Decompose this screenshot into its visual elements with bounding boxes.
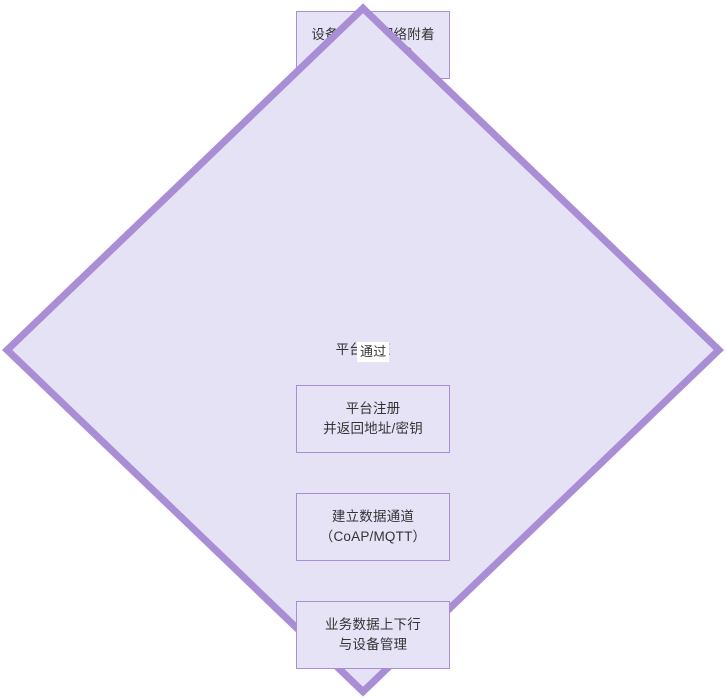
flow-node-data-channel[interactable]: 建立数据通道 （CoAP/MQTT） bbox=[296, 493, 450, 561]
flow-node-data-channel-label: 建立数据通道 （CoAP/MQTT） bbox=[319, 509, 427, 544]
flow-node-business-data-label: 业务数据上下行 与设备管理 bbox=[325, 617, 421, 652]
flow-node-platform-registration-label: 平台注册 并返回地址/密钥 bbox=[323, 401, 423, 436]
edge-label-pass: 通过 bbox=[357, 342, 390, 362]
flow-node-business-data[interactable]: 业务数据上下行 与设备管理 bbox=[296, 601, 450, 669]
flow-node-platform-registration[interactable]: 平台注册 并返回地址/密钥 bbox=[296, 385, 450, 453]
